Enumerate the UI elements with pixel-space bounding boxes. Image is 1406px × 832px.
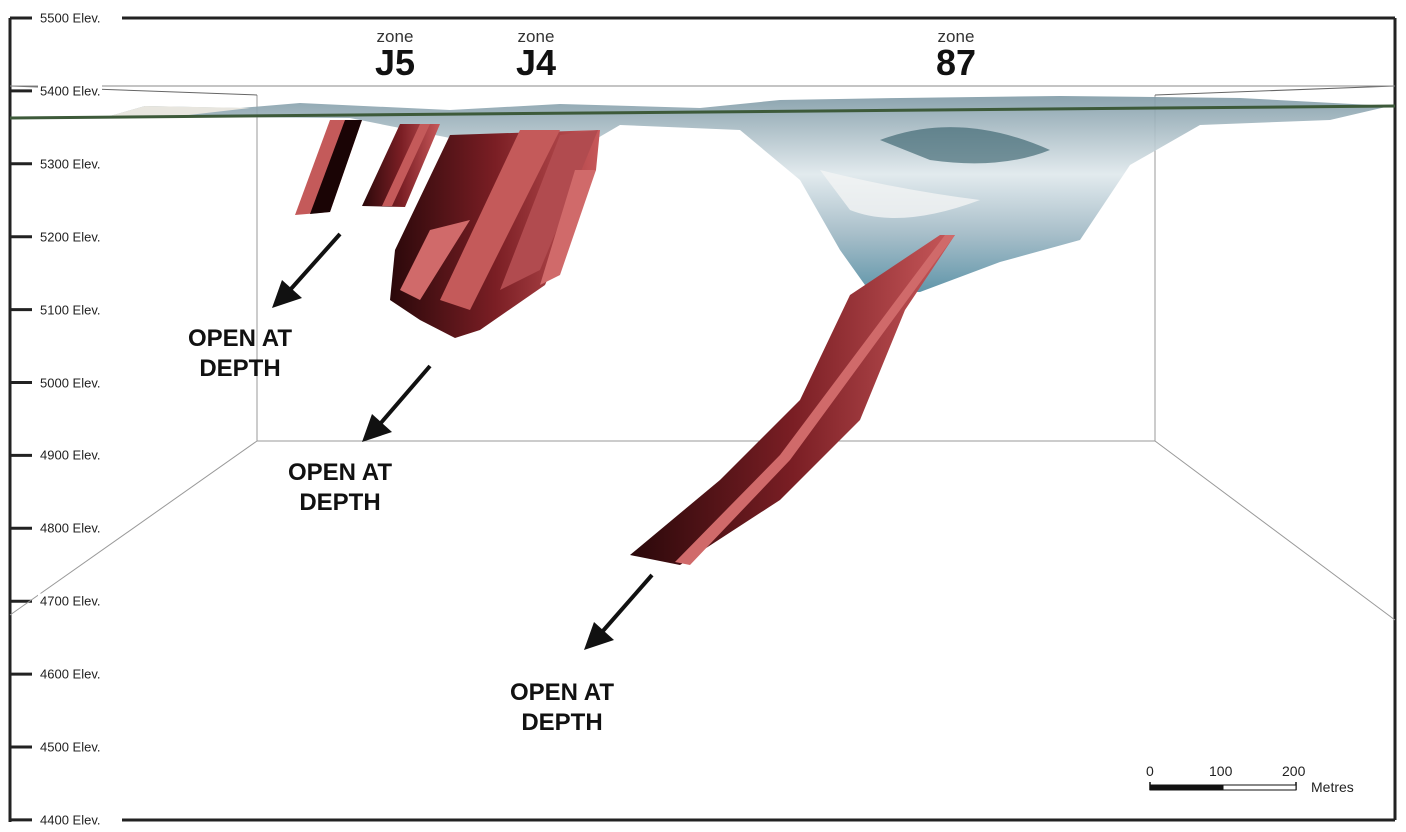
zone-name: J5 [374,42,416,83]
scale-bar [1149,782,1297,791]
axis-tick-label: 4900 Elev. [38,447,103,463]
ore-bodies-j5 [295,120,440,215]
axis-tick-label: 4700 Elev. [38,593,103,609]
ore-bodies-j4 [390,130,600,338]
zone-name: 87 [935,42,977,83]
open-at-depth-label: OPEN AT DEPTH [510,678,614,738]
open-at-depth-label: OPEN AT DEPTH [288,458,392,518]
annotation-line: DEPTH [199,355,281,382]
axis-tick-label: 4400 Elev. [38,812,103,828]
axis-tick-label: 5400 Elev. [38,83,103,99]
frame [8,16,1397,822]
scale-label-200: 200 [1282,763,1306,779]
zone-caption: zone [517,27,555,46]
annotation-line: DEPTH [521,709,603,736]
scale-label-100: 100 [1209,763,1233,779]
scale-unit: Metres [1311,779,1354,795]
axis-tick-label: 4600 Elev. [38,666,103,682]
ore-body-87 [630,235,955,565]
scale-label-0: 0 [1146,763,1154,779]
axis-ticks [10,16,32,822]
zone-name: J4 [515,42,557,83]
annotation-line: OPEN AT [509,679,615,706]
axis-tick-label: 5300 Elev. [38,156,103,172]
zone-caption: zone [376,27,414,46]
axis-tick-label: 5500 Elev. [38,10,103,26]
axis-tick-label: 5100 Elev. [38,302,103,318]
zone-caption: zone [937,27,975,46]
perspective-box [9,85,1396,621]
axis-tick-label: 5000 Elev. [38,375,103,390]
terrain-surface [9,96,1396,292]
axis-tick-label: 4500 Elev. [38,739,103,755]
open-at-depth-label: OPEN AT DEPTH [188,324,292,384]
depth-arrows [272,232,654,650]
annotation-line: OPEN AT [187,325,293,352]
axis-tick-label: 5200 Elev. [38,229,103,245]
annotation-line: OPEN AT [287,459,393,486]
axis-tick-label: 4800 Elev. [38,520,103,536]
annotation-line: DEPTH [299,489,381,516]
